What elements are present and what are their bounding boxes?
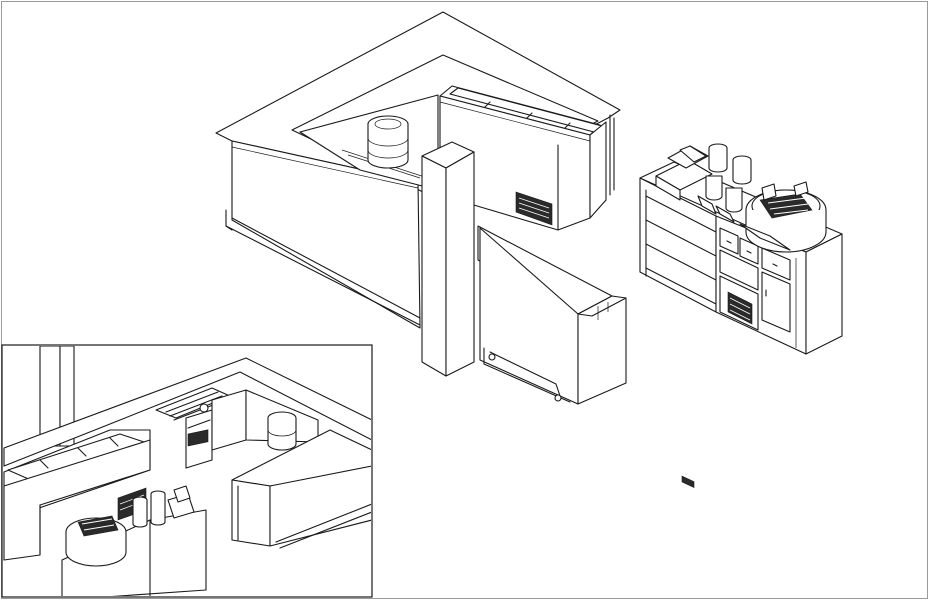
drawer-3[interactable] xyxy=(761,247,791,281)
coffee-grinders xyxy=(697,143,752,223)
cabinet-door[interactable] xyxy=(761,271,791,333)
ice-maker-door[interactable] xyxy=(719,249,759,291)
structural-column xyxy=(421,141,475,377)
coffee-machine xyxy=(739,181,827,253)
cabinet-side xyxy=(805,233,843,355)
refrigerated-display-unit xyxy=(439,85,615,231)
back-bar-cabinet xyxy=(639,143,843,489)
beer-keg xyxy=(367,115,409,169)
drawer-2[interactable] xyxy=(739,237,759,265)
inset-counter-top xyxy=(3,357,371,467)
detail-inset-view xyxy=(1,344,373,598)
cash-register xyxy=(655,145,713,489)
drawer-1[interactable] xyxy=(719,227,739,255)
u-shaped-bar-counter xyxy=(215,11,627,405)
front-panel-left xyxy=(231,140,421,329)
